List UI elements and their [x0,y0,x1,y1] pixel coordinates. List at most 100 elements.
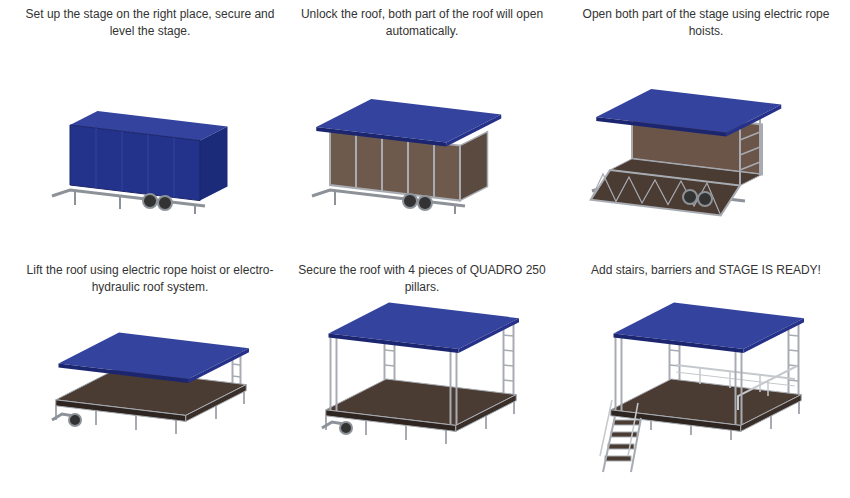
ready-stage-part [600,400,612,456]
ready-stage-part [603,416,615,472]
ready-stage-part [744,318,805,353]
ready-stage-part [738,366,797,410]
deck-open-stage-part [59,363,189,383]
sides-open-trailer-part [591,170,740,215]
ready-stage-part [614,303,805,349]
roof-open-trailer-part [381,136,383,191]
roof-lifted-stage-part [450,348,452,424]
step-caption: Unlock the roof, both part of the roof w… [294,6,550,40]
roof-open-trailer-part [446,115,501,147]
step-caption: Secure the roof with 4 pieces of QUADRO … [294,262,550,296]
ready-stage-part [670,350,680,351]
roof-lifted-stage-part [445,430,447,444]
roof-open-trailer-part [418,196,432,210]
sides-open-trailer-part [591,174,721,215]
step-caption: Open both part of the stage using electr… [578,6,834,40]
roof-lifted-stage-part [405,425,407,440]
deck-open-stage-part [215,405,217,419]
roof-open-trailer-part [316,99,501,143]
closed-trailer-part [194,204,196,214]
closed-trailer-part [74,190,76,205]
sides-open-trailer-part [596,117,726,137]
roof-lifted-stage-part [513,321,515,396]
roof-lifted-stage-part [504,365,514,366]
step-caption: Add stairs, barriers and STAGE IS READY! [578,262,834,279]
roof-open-trailer-part [460,132,488,201]
closed-trailer-part [119,196,121,209]
ready-stage-part [699,368,701,384]
roof-lifted-stage-part [459,318,520,353]
closed-trailer-part [70,125,200,201]
roof-lifted-stage-part [504,335,514,336]
step-caption: Set up the stage on the right place, sec… [22,6,278,40]
closed-trailer-part [122,131,123,191]
ready-stage [600,303,804,472]
ready-stage-part [735,348,737,424]
roof-open-trailer-part [403,194,417,208]
sides-open-trailer-part [726,105,781,137]
roof-lifted-stage-part [365,420,367,435]
ready-stage-part [798,321,800,396]
ready-stage-part [605,456,631,461]
deck-open-stage-part [175,420,177,434]
roof-lifted-stage-part [504,350,514,351]
roof-lifted-stage-part [504,380,514,381]
ready-stage-part [611,410,741,432]
roof-open-trailer-part [316,127,446,147]
deck-open-stage-part [59,333,250,379]
ready-stage-part [789,380,799,381]
ready-stage-part [788,320,790,395]
closed-trailer-part [143,194,157,208]
roof-lifted-stage-part [503,320,505,395]
sides-open-trailer-part [698,192,712,206]
sides-open-trailer-part [739,128,741,186]
roof-lifted-stage-part [329,303,520,349]
ready-stage-part [628,403,638,456]
ready-stage-part [741,395,802,432]
closed-trailer-part [96,128,97,188]
roof-lifted-stage-part [336,335,338,411]
ready-stage-part [614,333,744,353]
ready-stage-part [614,420,640,425]
roof-open-trailer-part [454,204,456,214]
ready-stage-part [789,365,799,366]
closed-trailer [52,111,228,214]
roof-open-trailer-part [355,133,357,188]
roof-lifted-stage-part [385,365,395,366]
sides-open-trailer-part [740,132,760,140]
deck-open-stage-part [233,364,241,365]
ready-stage-part [770,415,772,429]
roof-lifted-stage-part [456,349,458,425]
deck-open-stage-part [233,376,241,377]
roof-lifted-stage [322,303,519,444]
deck-open-stage [52,333,249,434]
sides-open-trailer-part [596,89,781,133]
closed-trailer-part [148,134,149,194]
closed-trailer-part [158,196,172,210]
deck-open-stage-part [189,348,250,383]
step-caption: Lift the roof using electric rope hoist … [22,262,278,296]
roof-lifted-stage-part [340,422,352,434]
roof-open-trailer-part [407,139,409,194]
deck-open-stage-part [69,414,81,426]
roof-open-trailer [312,99,501,214]
sides-open-trailer-part [683,190,697,204]
ready-stage-part [615,334,617,410]
ready-stage-part [789,350,799,351]
ready-stage-part [789,335,799,336]
ready-stage-part [767,381,769,396]
ready-stage-part [631,418,641,472]
ready-stage-part [621,335,623,411]
deck-open-stage-part [186,385,247,422]
sides-open-trailer-part [740,147,760,155]
roof-open-trailer-part [433,143,435,198]
ready-stage-part [741,349,743,425]
roof-open-trailer-part [334,190,336,205]
roof-lifted-stage-part [385,350,395,351]
sides-open-trailer-part [740,162,760,170]
deck-open-stage-part [135,415,137,430]
ready-stage-part [729,371,731,388]
closed-trailer-part [200,127,228,201]
roof-lifted-stage-part [329,333,459,353]
